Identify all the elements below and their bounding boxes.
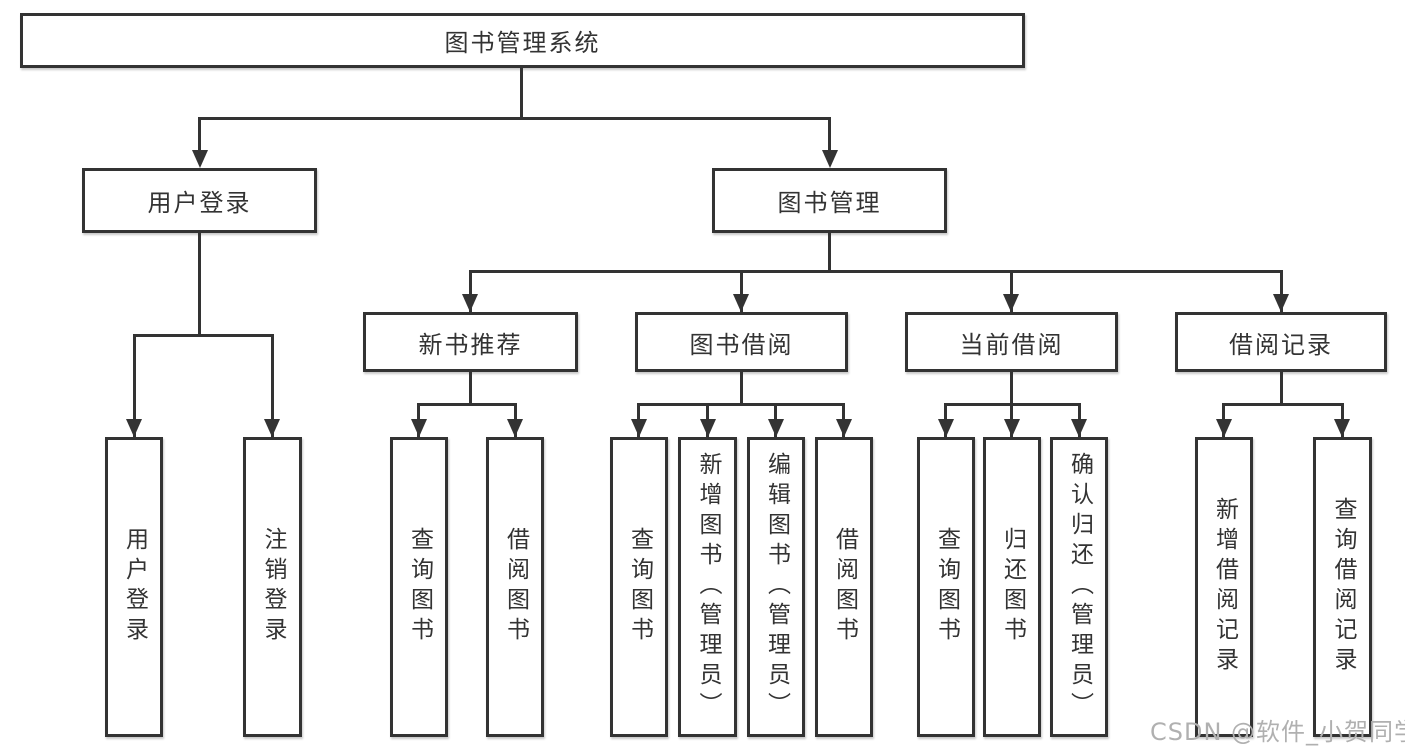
connector-line: [469, 270, 1283, 273]
node-book-management: 图书管理: [712, 168, 947, 233]
leaf-label: 编辑图书（管理员）: [763, 452, 790, 722]
leaf-borrow-books-recommend: 借阅图书: [486, 437, 544, 737]
arrow-down-icon: [1334, 419, 1350, 437]
leaf-label: 查询图书: [406, 527, 433, 647]
leaf-return-books: 归还图书: [983, 437, 1041, 737]
leaf-logout: 注销登录: [243, 437, 302, 737]
arrow-down-icon: [1004, 419, 1020, 437]
arrow-down-icon: [1216, 419, 1232, 437]
arrow-down-icon: [631, 419, 647, 437]
connector-line: [198, 117, 831, 120]
connector-line: [740, 270, 743, 312]
connector-line: [520, 68, 523, 120]
connector-line: [1222, 403, 1344, 406]
connector-line: [828, 117, 831, 152]
connector-line: [198, 233, 201, 337]
node-label: 图书借阅: [689, 330, 794, 359]
node-label: 用户登录: [147, 189, 252, 217]
connector-line: [1280, 270, 1283, 312]
arrow-down-icon: [733, 294, 749, 312]
node-label: 图书管理系统: [444, 29, 601, 57]
arrow-down-icon: [126, 419, 142, 437]
node-book-borrowing: 图书借阅: [635, 312, 848, 372]
node-library-management-system: 图书管理系统: [20, 13, 1025, 68]
leaf-label: 借阅图书: [831, 527, 858, 647]
arrow-down-icon: [768, 419, 784, 437]
leaf-query-books-recommend: 查询图书: [390, 437, 448, 737]
leaf-edit-book-admin: 编辑图书（管理员）: [747, 437, 805, 737]
leaf-label: 查询借阅记录: [1330, 497, 1356, 677]
arrow-down-icon: [836, 419, 852, 437]
leaf-label: 查询图书: [933, 527, 960, 647]
arrow-down-icon: [411, 419, 427, 437]
arrow-down-icon: [1071, 419, 1087, 437]
leaf-add-book-admin: 新增图书（管理员）: [678, 437, 737, 737]
connector-line: [1010, 270, 1013, 312]
arrow-down-icon: [1003, 294, 1019, 312]
leaf-confirm-return-admin: 确认归还（管理员）: [1050, 437, 1108, 737]
leaf-label: 查询图书: [626, 527, 653, 647]
connector-line: [417, 403, 517, 406]
arrow-down-icon: [462, 294, 478, 312]
watermark: CSDN @软件_小贺同学: [1150, 718, 1405, 746]
connector-line: [271, 334, 274, 437]
arrow-down-icon: [264, 419, 280, 437]
leaf-label: 新增图书（管理员）: [695, 452, 721, 722]
leaf-label: 借阅图书: [502, 527, 529, 647]
leaf-query-borrow-record: 查询借阅记录: [1313, 437, 1372, 737]
leaf-query-books-current: 查询图书: [917, 437, 975, 737]
leaf-label: 确认归还（管理员）: [1066, 452, 1093, 722]
leaf-query-books-borrowing: 查询图书: [610, 437, 668, 737]
leaf-label: 用户登录: [121, 527, 148, 647]
node-new-book-recommend: 新书推荐: [363, 312, 578, 372]
connector-line: [133, 334, 136, 437]
leaf-label: 注销登录: [260, 527, 286, 647]
leaf-borrow-books-borrowing: 借阅图书: [815, 437, 873, 737]
connector-line: [1280, 372, 1283, 406]
node-user-login: 用户登录: [82, 168, 317, 233]
connector-line: [469, 270, 472, 312]
leaf-user-login: 用户登录: [105, 437, 163, 737]
connector-line: [133, 334, 274, 337]
node-label: 借阅记录: [1229, 330, 1333, 359]
leaf-add-borrow-record: 新增借阅记录: [1195, 437, 1253, 737]
arrow-down-icon: [1273, 294, 1289, 312]
node-label: 图书管理: [777, 189, 882, 217]
arrow-down-icon: [938, 419, 954, 437]
connector-line: [1010, 372, 1013, 406]
leaf-label: 归还图书: [999, 527, 1026, 647]
connector-line: [740, 372, 743, 406]
connector-line: [469, 372, 472, 406]
node-borrowing-records: 借阅记录: [1175, 312, 1387, 372]
node-label: 当前借阅: [959, 330, 1064, 359]
arrow-down-icon: [822, 150, 838, 168]
arrow-down-icon: [507, 419, 523, 437]
arrow-down-icon: [192, 150, 208, 168]
arrow-down-icon: [700, 419, 716, 437]
leaf-label: 新增借阅记录: [1211, 497, 1238, 677]
connector-line: [198, 117, 201, 152]
connector-line: [637, 403, 845, 406]
connector-line: [828, 233, 831, 273]
node-label: 新书推荐: [418, 330, 523, 359]
node-current-borrowing: 当前借阅: [905, 312, 1118, 372]
